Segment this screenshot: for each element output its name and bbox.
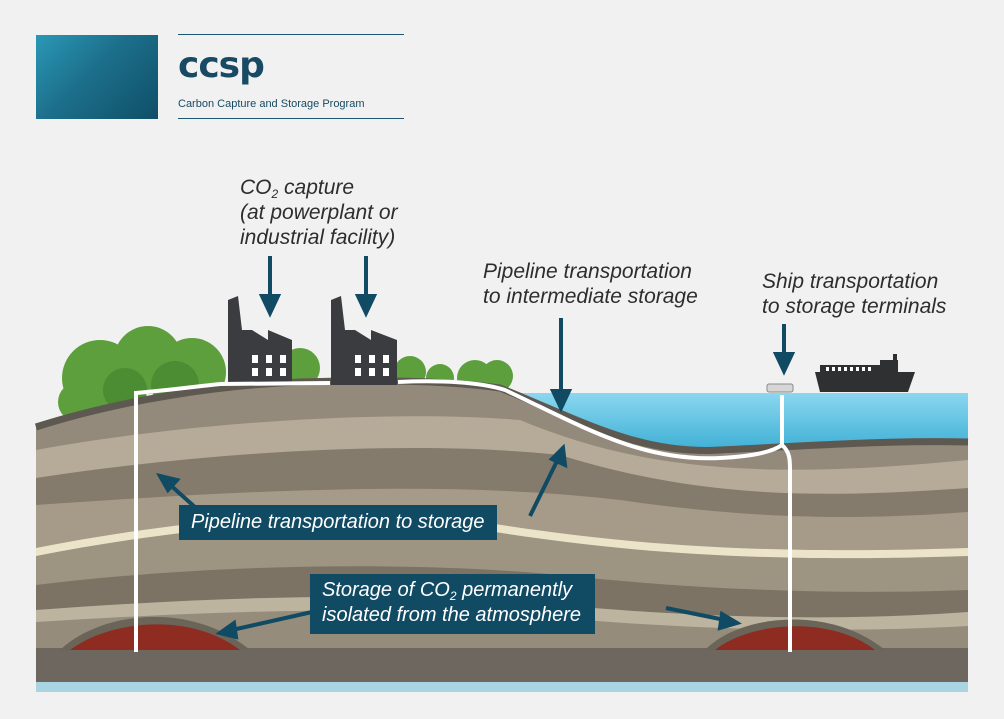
rock-strata — [36, 380, 968, 690]
pipelines — [134, 379, 792, 652]
pipeline-storage-label: Pipeline transportation to storage — [191, 511, 485, 533]
pipeline-intermediate-label: Pipeline transportation to intermediate … — [483, 260, 698, 308]
ship-label: Ship transportation to storage terminals — [762, 270, 947, 318]
callout-arrows — [155, 256, 796, 640]
logo-rule-top — [178, 34, 404, 35]
reservoir-left — [60, 616, 250, 650]
terminal-icon — [766, 383, 794, 393]
storage-box: Storage of CO2 permanently isolated from… — [310, 574, 596, 634]
brand-name: ccsp — [178, 45, 265, 86]
reservoir-right — [705, 619, 885, 650]
logo-rule-bottom — [178, 118, 404, 119]
pipeline-storage-box: Pipeline transportation to storage — [179, 505, 497, 540]
logo — [36, 35, 158, 119]
ship-icon — [815, 354, 915, 392]
bedrock-strip — [36, 682, 968, 692]
capture-label: CO2 capture (at powerplant or industrial… — [240, 176, 398, 249]
brand-subtitle: Carbon Capture and Storage Program — [178, 98, 365, 110]
factory-icon — [228, 296, 397, 385]
